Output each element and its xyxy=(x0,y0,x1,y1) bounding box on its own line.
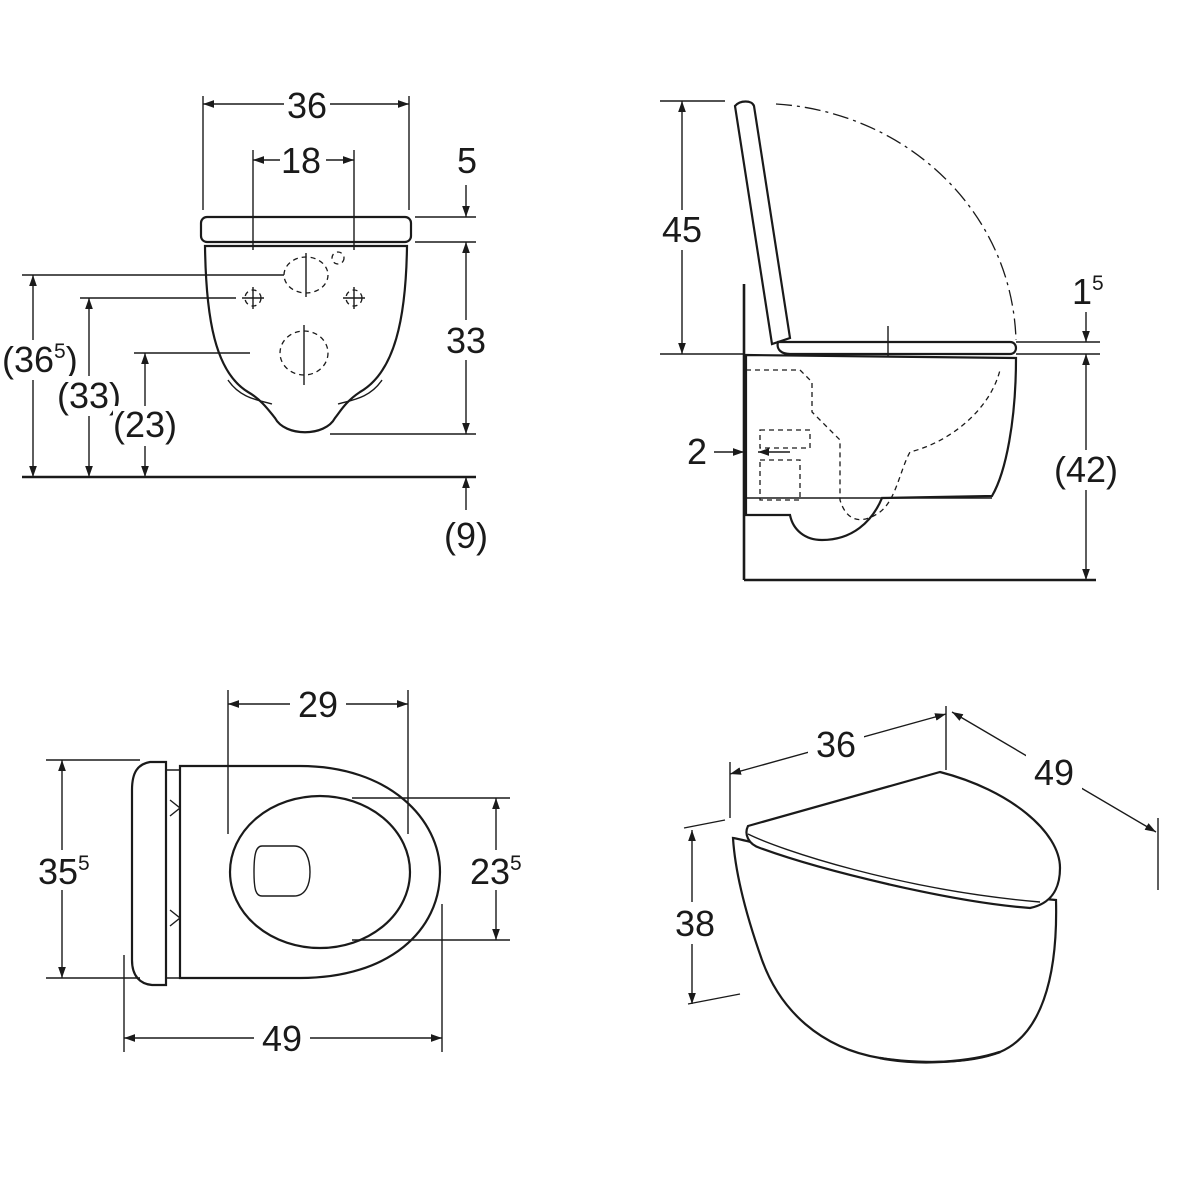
side-wall-offset-label: 2 xyxy=(687,431,707,472)
top-length-label: 49 xyxy=(262,1018,302,1059)
label-bg xyxy=(280,142,326,178)
label-bg xyxy=(58,376,122,416)
label-bg xyxy=(254,1018,310,1058)
label-bg xyxy=(466,850,530,890)
top-width-label: 355 xyxy=(38,851,90,892)
ext-p-bottom xyxy=(687,993,741,1005)
side-inlet-pipe xyxy=(759,429,811,501)
front-bolt-spacing-label: 18 xyxy=(281,140,321,181)
label-bg xyxy=(290,684,346,724)
perspective-view: 36 49 38 xyxy=(668,706,1159,1064)
front-bowl xyxy=(203,244,409,434)
side-lid-swing-arc xyxy=(775,103,1017,341)
top-bowl-width-label: 235 xyxy=(470,851,522,892)
perspective-depth-label: 49 xyxy=(1034,752,1074,793)
side-bowl-inner xyxy=(746,369,1001,521)
top-seat-hinge xyxy=(166,769,181,979)
label-bg xyxy=(113,406,177,446)
front-outlet-hole xyxy=(279,330,329,376)
top-view: 29 355 235 49 xyxy=(36,684,530,1059)
perspective-width-label: 36 xyxy=(816,724,856,765)
perspective-height-label: 38 xyxy=(675,903,715,944)
side-seat xyxy=(776,340,1018,356)
label-bg xyxy=(440,320,492,360)
front-bowl-trap xyxy=(227,379,383,405)
side-bowl xyxy=(744,353,1018,542)
front-view: 36 18 5 33 (9) (365) (33) (23) xyxy=(2,84,492,556)
front-seat-thickness-label: 5 xyxy=(457,140,477,181)
label-bg xyxy=(1026,752,1082,794)
label-bg xyxy=(2,340,76,380)
label-bg xyxy=(808,722,864,764)
front-outlet-height-label: (23) xyxy=(113,404,177,445)
side-rim-height-label: (42) xyxy=(1054,449,1118,490)
top-seat-width-label: 29 xyxy=(298,684,338,725)
side-view: 45 15 2 (42) xyxy=(656,100,1120,582)
ext-p-top xyxy=(683,819,726,829)
side-open-lid xyxy=(733,100,792,346)
side-lid-height-label: 45 xyxy=(662,209,702,250)
top-seat-opening xyxy=(228,794,412,950)
perspective-seat-edge xyxy=(747,833,1041,903)
front-inlet-height-label: (365) xyxy=(2,339,78,380)
front-width-label: 36 xyxy=(287,85,327,126)
front-seat xyxy=(199,215,413,244)
front-small-hole xyxy=(331,251,345,265)
front-floor-gap-label: (9) xyxy=(444,515,488,556)
label-bg xyxy=(656,210,708,250)
label-bg xyxy=(284,84,330,124)
perspective-base-shadow xyxy=(879,1050,1001,1064)
top-inner-opening xyxy=(253,845,311,897)
top-hinge-details xyxy=(169,799,182,927)
top-seat-back xyxy=(130,760,168,987)
front-bolt-height-label: (33) xyxy=(57,375,121,416)
side-seat-gap-label: 15 xyxy=(1072,271,1104,312)
label-bg xyxy=(36,850,100,890)
label-bg xyxy=(668,902,720,944)
front-bowl-height-label: 33 xyxy=(446,320,486,361)
label-bg xyxy=(1052,450,1120,490)
